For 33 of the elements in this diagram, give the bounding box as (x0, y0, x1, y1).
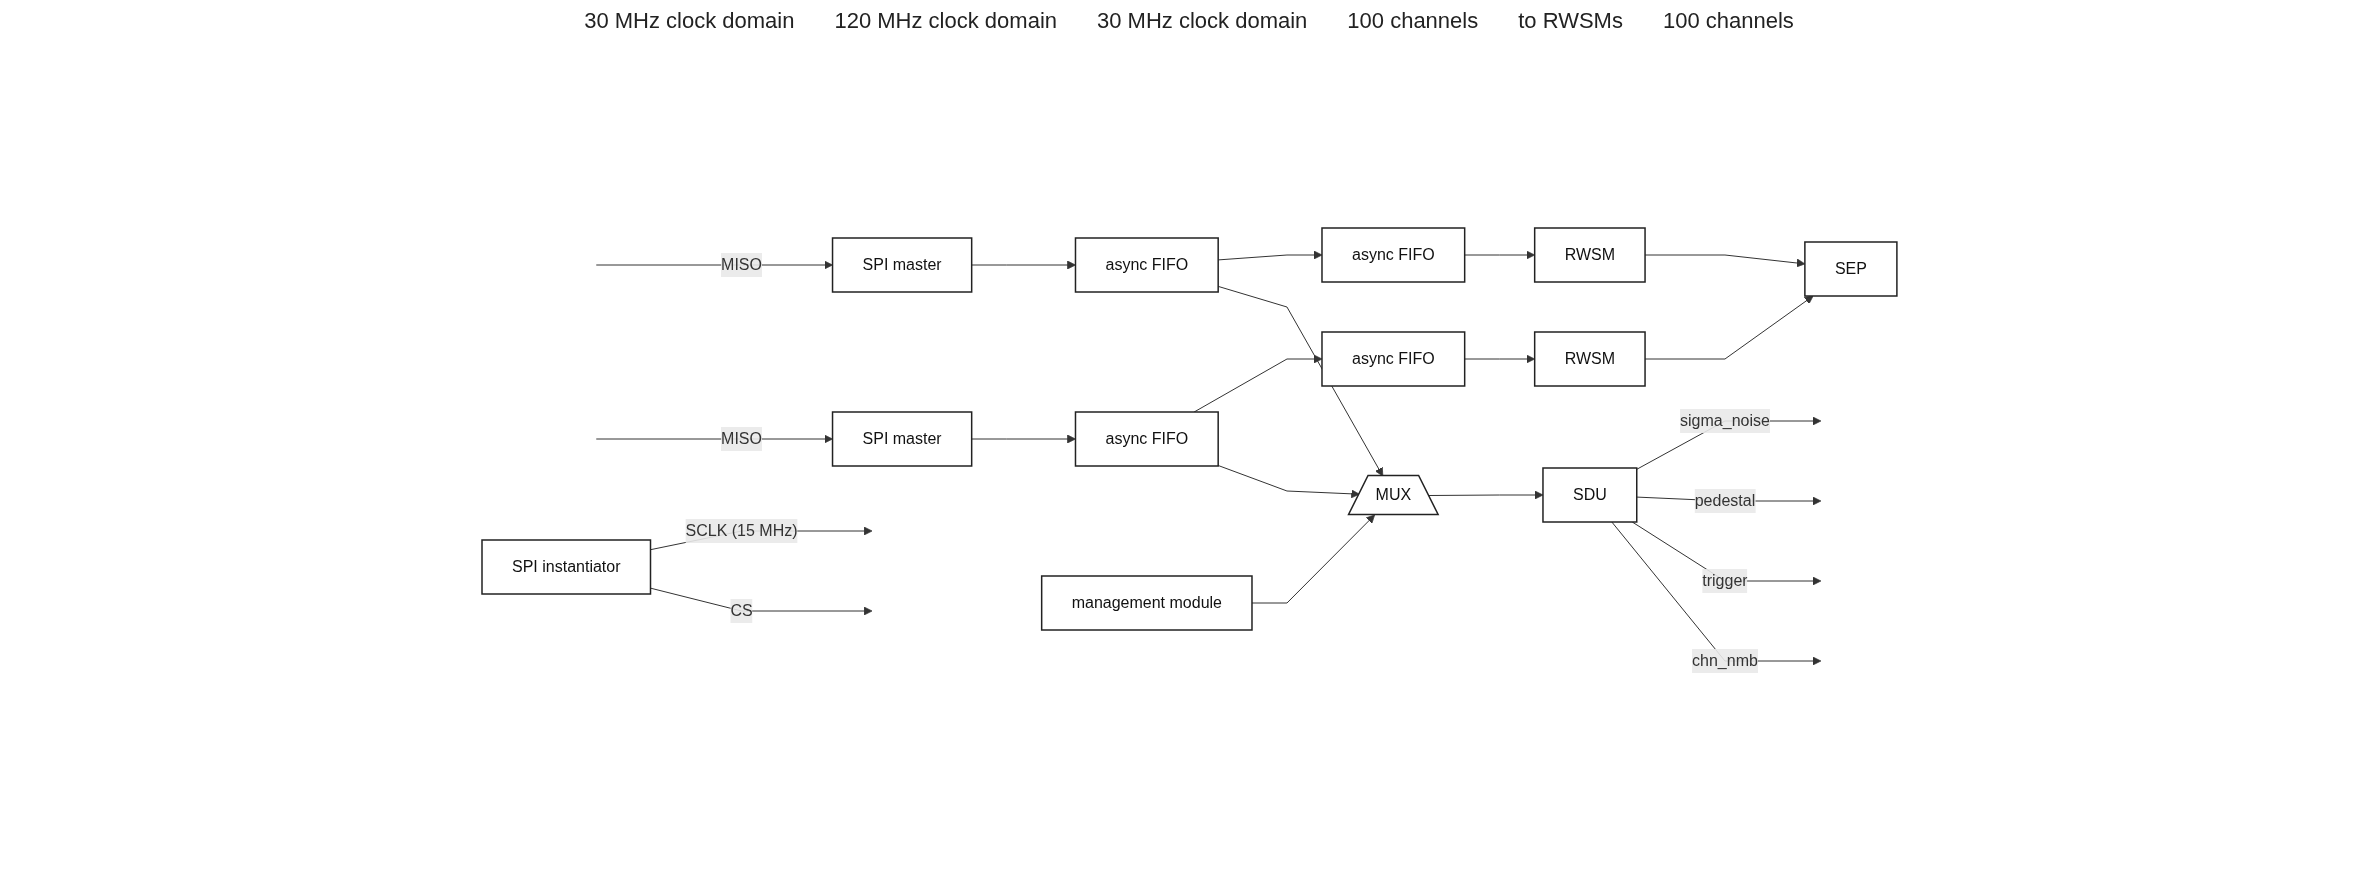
annotation-text: 100 channels (1347, 8, 1479, 34)
annotation-text: 100 channels (1662, 8, 1794, 34)
node-box: SEP (1803, 241, 1898, 297)
arrow (1644, 295, 1814, 360)
edge-label: chn_nmb (1691, 652, 1758, 669)
arrow (1251, 514, 1375, 604)
node-box: SPI instantiator (480, 539, 651, 595)
node-box: async FIFO (1074, 237, 1219, 293)
node-box: async FIFO (1320, 227, 1465, 283)
arrow (1217, 250, 1322, 261)
node-box: RWSM (1533, 331, 1646, 387)
node-box: async FIFO (1074, 411, 1219, 467)
node-box: SDU (1541, 467, 1638, 523)
node-box: SPI master (831, 237, 972, 293)
arrow (1644, 254, 1805, 268)
node-box: async FIFO (1320, 331, 1465, 387)
node-box: management module (1040, 575, 1253, 631)
arrow (1217, 464, 1360, 499)
annotation-text: 30 MHz clock domain (584, 8, 795, 34)
arrow (1427, 490, 1543, 500)
annotation-text: to RWSMs (1518, 8, 1623, 34)
edge-label: CS (729, 602, 753, 619)
edge-label: pedestal (1694, 492, 1755, 509)
annotation-text: 120 MHz clock domain (834, 8, 1057, 34)
node-box: RWSM (1533, 227, 1646, 283)
edge-label: trigger (1701, 572, 1748, 589)
edge-label: MISO (720, 256, 762, 273)
edge-label: MISO (720, 430, 762, 447)
node-box: SPI master (831, 411, 972, 467)
edge-label: sigma_noise (1679, 412, 1770, 429)
arrow (1193, 354, 1322, 413)
edge-label: SCLK (15 MHz) (685, 522, 798, 539)
annotation-text: 30 MHz clock domain (1097, 8, 1308, 34)
